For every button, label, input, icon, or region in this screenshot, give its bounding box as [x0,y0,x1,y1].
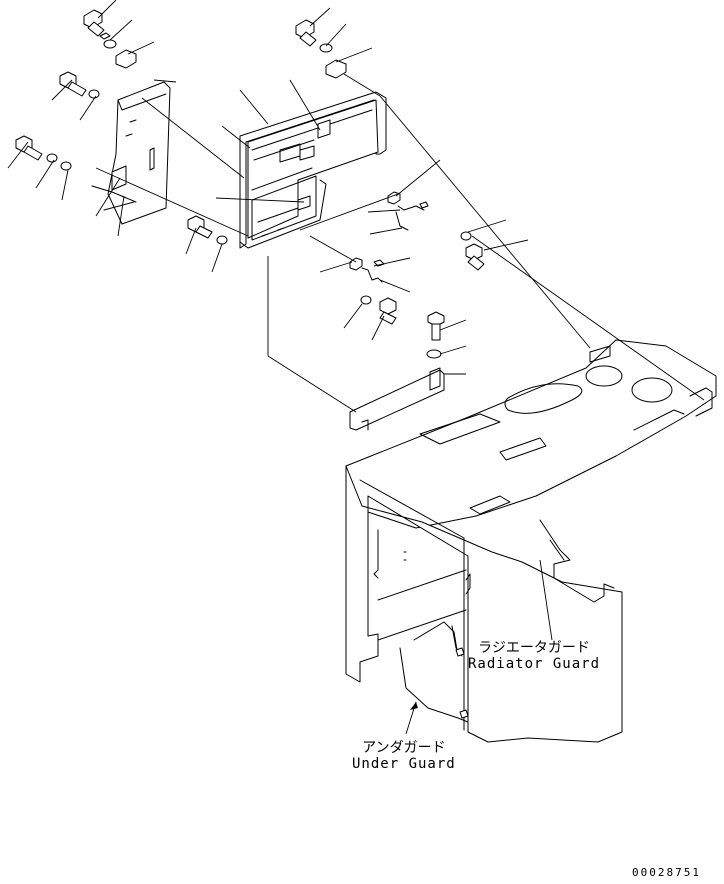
bolt-panel-lower-left [187,215,213,239]
bolt-left-lower [15,135,43,161]
washer-left-lower [46,153,58,163]
radiator-guard-jp-text: ラジエータガード [478,640,590,656]
bolt-top-middle [295,19,317,47]
bolt-top-left [83,9,111,40]
radiator-guard-en-text: Radiator Guard [468,656,601,672]
instrument-panel-frame [239,91,387,249]
under-guard-jp-text: アンダガード [362,740,446,756]
under-guard-arrowhead [410,702,418,710]
mounting-plate [349,367,445,431]
assembly-lines [95,73,705,413]
bolt-left-upper [59,71,87,97]
callout-leaders [7,0,529,375]
washer-top-left [103,39,117,49]
clamp-upper [387,191,429,231]
lockwasher-left-lower [60,161,72,171]
washer-vertical [426,349,442,359]
washer-right [460,231,472,241]
drawing-number: 00028751 [632,866,701,879]
radiator-guard-pointer [539,559,553,641]
rubber-cap-middle [325,59,347,79]
bolt-right [465,243,485,271]
under-guard-label: アンダガード Under Guard [352,740,456,772]
clamp-lower [349,257,385,283]
bolt-center-lower [379,297,397,325]
radiator-guard-body [345,339,717,743]
under-guard [399,621,469,723]
under-guard-en-text: Under Guard [352,756,456,772]
left-mounting-bracket [91,81,171,225]
washer-top-middle [319,43,333,53]
radiator-guard-label: ラジエータガード Radiator Guard [468,640,600,672]
washer-center-lower [360,295,372,305]
rubber-cap-left [115,49,137,69]
washer-left-upper [88,89,100,99]
bolt-vertical [427,311,445,341]
washer-panel-lower-left [216,235,228,245]
